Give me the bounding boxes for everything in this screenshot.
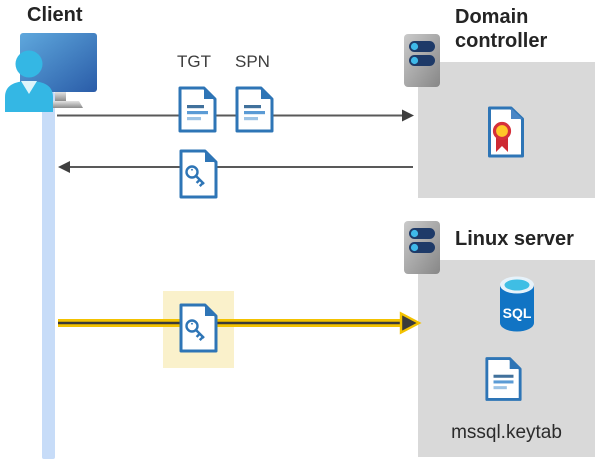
- keytab-document-icon: [485, 357, 522, 401]
- client-computer-user-icon: [5, 33, 97, 112]
- tgt-document-icon: [178, 86, 217, 133]
- key-icon: [185, 319, 205, 341]
- request-arrow: [57, 109, 414, 122]
- sql-badge-text: SQL: [503, 305, 532, 321]
- spn-document-icon: [235, 86, 274, 133]
- sql-database-icon: SQL: [500, 276, 534, 332]
- domain-controller-label-line1: Domain: [455, 6, 529, 28]
- key-icon: [185, 165, 205, 187]
- certificate-icon: [488, 106, 524, 158]
- spn-label: SPN: [235, 52, 270, 71]
- client-label: Client: [27, 4, 83, 26]
- keytab-file-label: mssql.keytab: [451, 422, 562, 443]
- sql-connection-arrow: [58, 311, 422, 335]
- domain-controller-label-line2: controller: [455, 30, 548, 52]
- ribbon: [496, 137, 508, 152]
- service-ticket-key-document-icon: [179, 149, 218, 199]
- linux-server-label: Linux server: [455, 228, 574, 250]
- domain-controller-label: Domain controller: [455, 5, 547, 53]
- linux-server-icon: [404, 221, 440, 274]
- highlighted-key-document-icon: [179, 303, 218, 353]
- tgt-label: TGT: [177, 52, 211, 71]
- monitor-icon: [20, 33, 97, 92]
- user-icon: [5, 50, 53, 112]
- client-lifeline: [42, 92, 55, 459]
- domain-controller-server-icon: [404, 34, 440, 87]
- response-arrow: [58, 161, 413, 173]
- seal: [492, 121, 512, 141]
